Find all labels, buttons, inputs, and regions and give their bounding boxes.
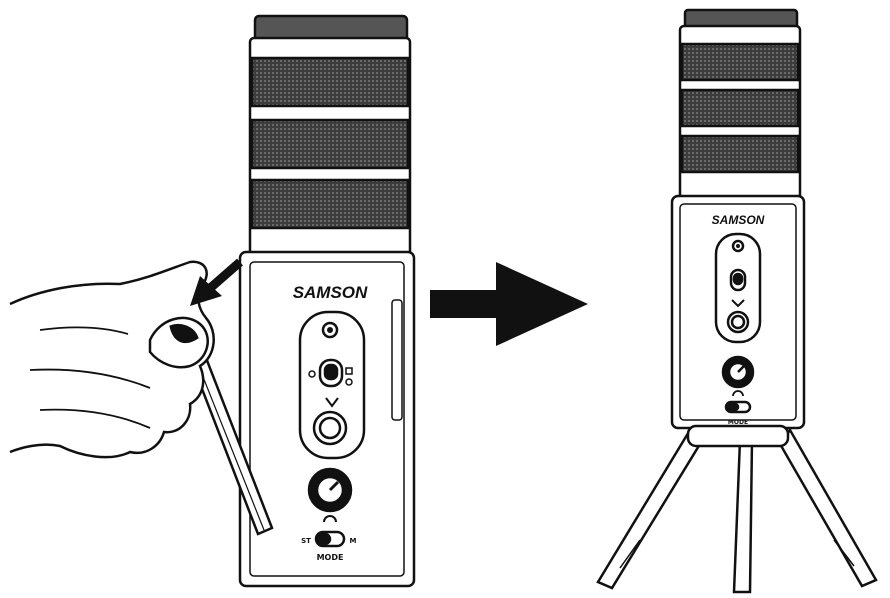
grille-band <box>680 42 800 82</box>
tripod-leg <box>732 438 754 594</box>
mic-base <box>686 424 790 448</box>
folded-leg <box>391 299 403 421</box>
microphone-standing: SAMSON MODE <box>596 8 878 594</box>
mode-option-right: M <box>350 537 357 545</box>
hand <box>9 260 215 459</box>
mode-label: MODE <box>317 553 344 562</box>
right-arrow-icon <box>430 262 588 346</box>
microphone-folded: SAMSON ST M MODE <box>238 14 416 588</box>
grille-band <box>250 56 410 108</box>
grille-band <box>680 88 800 128</box>
tripod-leg <box>596 427 702 590</box>
headphones-icon <box>732 390 744 397</box>
mic-icon <box>325 397 339 408</box>
grille-band <box>250 118 410 170</box>
mode-option-left: ST <box>301 537 311 545</box>
curved-arrow-icon <box>205 258 243 294</box>
hand-unfolding-leg <box>9 258 274 536</box>
brand-logo: SAMSON <box>293 283 368 302</box>
grille-band <box>250 178 410 230</box>
tripod-leg <box>778 427 878 588</box>
mode-label: MODE <box>728 419 748 426</box>
grille-band <box>680 134 800 174</box>
brand-logo: SAMSON <box>712 213 765 227</box>
headphones-icon <box>323 515 337 523</box>
mic-icon <box>731 299 745 308</box>
